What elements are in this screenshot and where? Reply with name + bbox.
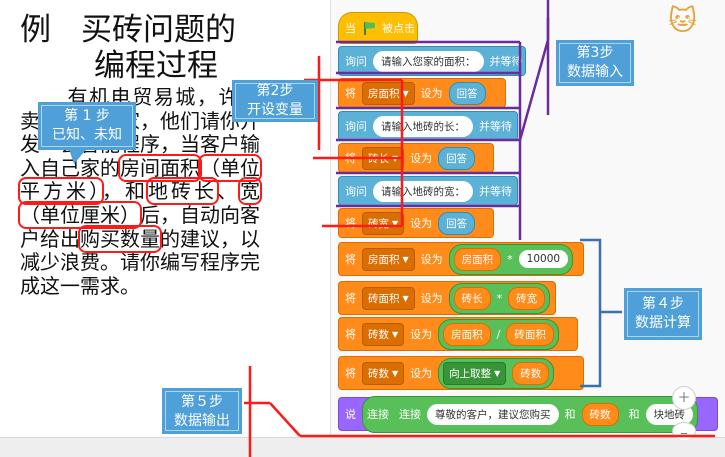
variable-dropdown[interactable]: 砖面积▼ xyxy=(362,286,415,310)
variable-dropdown[interactable]: 砖数▼ xyxy=(362,361,405,385)
answer-reporter[interactable]: 回答 xyxy=(438,211,476,235)
chevron-down-icon: ▼ xyxy=(402,88,409,98)
para-text-4: 、 xyxy=(217,179,240,204)
example-char: 例 xyxy=(20,12,51,48)
page-title-line1: 例买砖问题的 xyxy=(20,4,236,49)
zoom-in-icon[interactable]: ＋ xyxy=(672,386,696,410)
highlight-purchase-count: 购买数量 xyxy=(78,224,162,253)
set-tile-width-block[interactable]: 将 砖宽▼ 设为 回答 xyxy=(338,208,494,238)
math-function-dropdown[interactable]: 向上取整▼ xyxy=(443,361,507,385)
variable-dropdown[interactable]: 砖数▼ xyxy=(362,322,405,346)
number-input[interactable]: 10000 xyxy=(518,250,569,268)
green-flag-icon xyxy=(362,21,376,35)
step4-callout: 第４步 数据计算 xyxy=(624,288,702,340)
highlight-tile-width: 宽 xyxy=(238,177,262,206)
divide-operator[interactable]: 房面积 / 砖面积 xyxy=(438,318,559,350)
para-text-6: 的建议，以减少浪费。请你编写程序完成这一需求。 xyxy=(20,226,260,298)
step3-callout: 第3步 数据输入 xyxy=(556,40,634,86)
say-block[interactable]: 说 连接 连接 尊敬的客户，建议您购买 和 砖数 和 块地砖 xyxy=(338,395,718,433)
title-text: 买砖问题的 xyxy=(81,12,236,48)
para-text-5: 后，自动向客户给出 xyxy=(20,202,260,251)
set-tile-count-ceil-block[interactable]: 将 砖数▼ 设为 向上取整▼ 砖数 xyxy=(338,356,584,390)
ask-tile-width-block[interactable]: 询问 请输入地砖的宽： 并等待 xyxy=(338,176,518,206)
step1-callout: 第 1 步 已知、未知 xyxy=(38,102,136,150)
chevron-down-icon: ▼ xyxy=(402,254,409,264)
when-flag-clicked-block[interactable]: 当 被点击 xyxy=(338,12,418,44)
multiply-operator[interactable]: 砖长 * 砖宽 xyxy=(448,282,551,314)
status-strip xyxy=(0,437,725,457)
say-text-field[interactable]: 尊敬的客户，建议您购买 xyxy=(427,403,559,425)
chevron-down-icon: ▼ xyxy=(392,329,399,339)
step5-callout: 第５步 数据输出 xyxy=(162,388,242,434)
step2-callout: 第2步 开设变量 xyxy=(232,80,318,122)
highlight-unit-m2: （单位平方米） xyxy=(18,153,262,206)
set-tile-count-block[interactable]: 将 砖数▼ 设为 房面积 / 砖面积 xyxy=(338,317,578,351)
chevron-down-icon: ▼ xyxy=(494,368,501,378)
math-op-operator[interactable]: 向上取整▼ 砖数 xyxy=(438,357,555,389)
set-room-area-calc-block[interactable]: 将 房面积▼ 设为 房面积 * 10000 xyxy=(338,242,584,276)
multiply-operator[interactable]: 房面积 * 10000 xyxy=(448,243,574,275)
highlight-unit-cm: （单位厘米） xyxy=(18,200,142,229)
ask-room-area-block[interactable]: 询问 请输入您家的面积： 并等待 xyxy=(338,46,526,76)
chevron-down-icon: ▼ xyxy=(402,293,409,303)
answer-reporter[interactable]: 回答 xyxy=(438,146,476,170)
scratch-cat-icon: 🐱 xyxy=(668,5,698,36)
set-tile-area-block[interactable]: 将 砖面积▼ 设为 砖长 * 砖宽 xyxy=(338,281,556,315)
highlight-room-area: 房间面积 xyxy=(118,153,202,182)
highlight-tile-length: 地砖长 xyxy=(146,177,219,206)
page-title-line2: 编程过程 xyxy=(94,48,218,84)
chevron-down-icon: ▼ xyxy=(392,218,399,228)
para-text-3: ，和 xyxy=(102,179,148,204)
ask-text-field[interactable]: 请输入您家的面积： xyxy=(373,50,484,72)
answer-reporter[interactable]: 回答 xyxy=(448,81,486,105)
variable-dropdown[interactable]: 房面积▼ xyxy=(362,247,415,271)
join-operator[interactable]: 连接 尊敬的客户，建议您购买 和 砖数 xyxy=(395,399,623,429)
chevron-down-icon: ▼ xyxy=(392,368,399,378)
